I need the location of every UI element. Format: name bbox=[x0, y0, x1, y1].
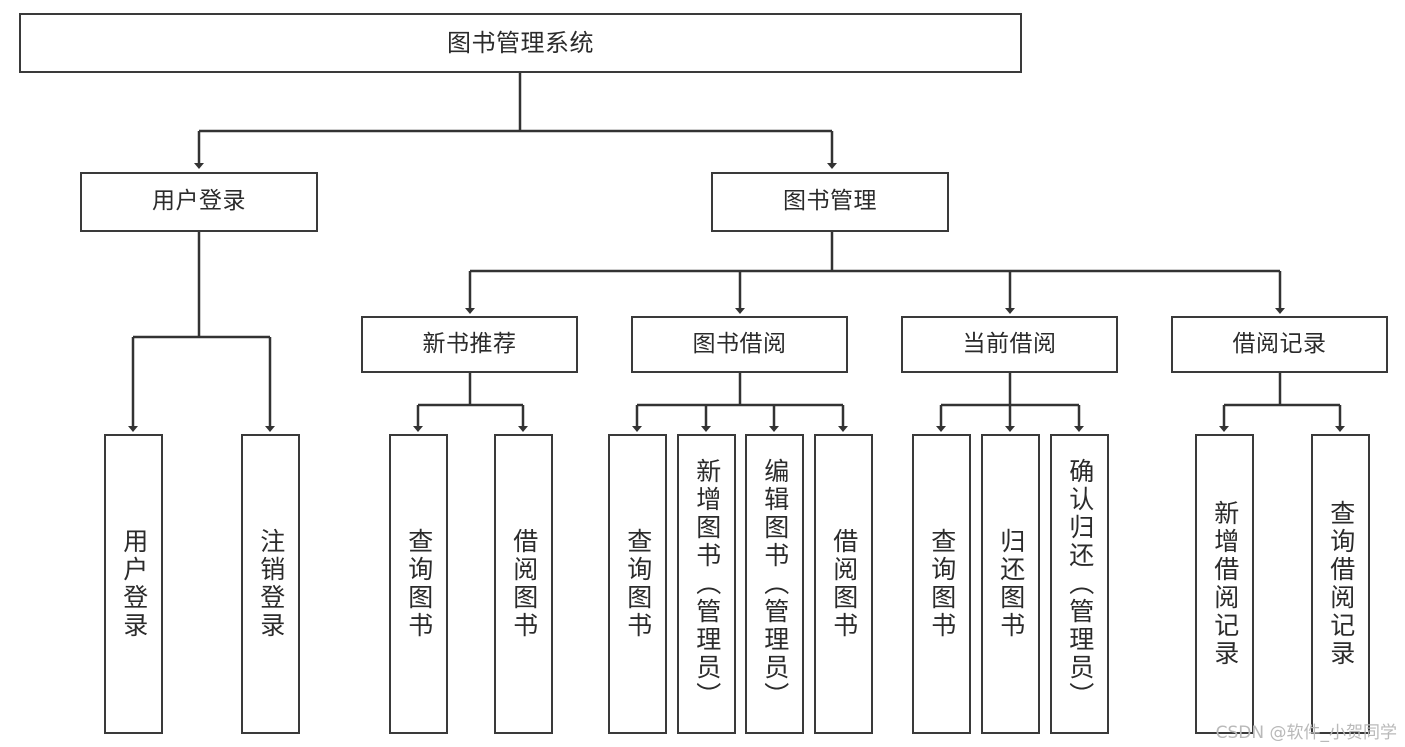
leaf-query-borrow-record[interactable]: 查询借阅记录 bbox=[1311, 434, 1370, 734]
leaf-borrow-book[interactable]: 借阅图书 bbox=[814, 434, 873, 734]
node-label: 图书管理 bbox=[783, 188, 877, 215]
node-label: 查询图书 bbox=[927, 528, 957, 640]
node-label: 借阅记录 bbox=[1232, 330, 1327, 357]
node-book-borrowing[interactable]: 图书借阅 bbox=[631, 316, 848, 373]
node-label: 用户登录 bbox=[119, 528, 149, 640]
node-label: 查询借阅记录 bbox=[1326, 500, 1356, 668]
node-label: 新书推荐 bbox=[422, 330, 517, 357]
node-label: 查询图书 bbox=[623, 528, 653, 640]
node-current-borrowing[interactable]: 当前借阅 bbox=[901, 316, 1118, 373]
node-label: 查询图书 bbox=[404, 528, 434, 640]
node-label: 新增图书（管理员） bbox=[692, 458, 722, 710]
leaf-query-book-newbook[interactable]: 查询图书 bbox=[389, 434, 448, 734]
leaf-add-book-admin[interactable]: 新增图书（管理员） bbox=[677, 434, 736, 734]
node-label: 新增借阅记录 bbox=[1210, 500, 1240, 668]
node-book-management[interactable]: 图书管理 bbox=[711, 172, 949, 232]
leaf-logout[interactable]: 注销登录 bbox=[241, 434, 300, 734]
node-label: 用户登录 bbox=[152, 188, 246, 215]
csdn-watermark: CSDN @软件_小贺同学 bbox=[1215, 723, 1397, 743]
leaf-edit-book-admin[interactable]: 编辑图书（管理员） bbox=[745, 434, 804, 734]
leaf-return-book[interactable]: 归还图书 bbox=[981, 434, 1040, 734]
node-label: 借阅图书 bbox=[509, 528, 539, 640]
node-borrowing-record[interactable]: 借阅记录 bbox=[1171, 316, 1388, 373]
leaf-confirm-return-admin[interactable]: 确认归还（管理员） bbox=[1050, 434, 1109, 734]
node-label: 图书借阅 bbox=[692, 330, 787, 357]
node-label: 当前借阅 bbox=[962, 330, 1057, 357]
leaf-borrow-book-newbook[interactable]: 借阅图书 bbox=[494, 434, 553, 734]
leaf-add-borrow-record[interactable]: 新增借阅记录 bbox=[1195, 434, 1254, 734]
node-user-login[interactable]: 用户登录 bbox=[80, 172, 318, 232]
node-label: 借阅图书 bbox=[829, 528, 859, 640]
node-label: 确认归还（管理员） bbox=[1065, 458, 1095, 710]
node-label: 注销登录 bbox=[256, 528, 286, 640]
leaf-query-book-borrow[interactable]: 查询图书 bbox=[608, 434, 667, 734]
node-label: 归还图书 bbox=[996, 528, 1026, 640]
node-label: 图书管理系统 bbox=[447, 28, 594, 57]
node-new-book-recommendation[interactable]: 新书推荐 bbox=[361, 316, 578, 373]
leaf-user-login[interactable]: 用户登录 bbox=[104, 434, 163, 734]
leaf-query-book-current[interactable]: 查询图书 bbox=[912, 434, 971, 734]
node-root-book-management-system[interactable]: 图书管理系统 bbox=[19, 13, 1022, 73]
node-label: 编辑图书（管理员） bbox=[760, 458, 790, 710]
